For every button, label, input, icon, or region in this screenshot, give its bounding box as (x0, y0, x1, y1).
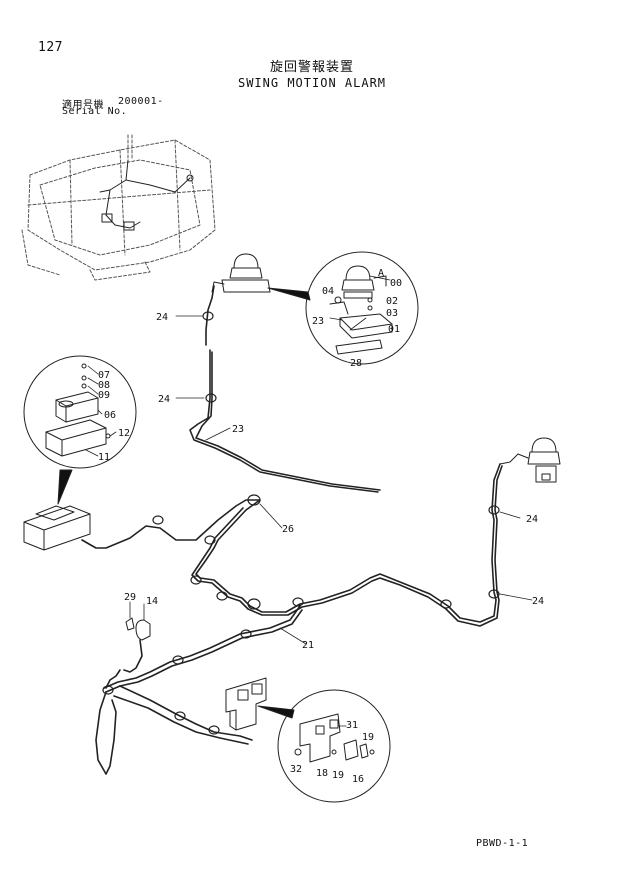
label-21: 21 (302, 640, 314, 651)
label-02: 02 (386, 296, 398, 307)
label-18: 18 (316, 768, 328, 779)
label-07: 07 (98, 370, 110, 381)
label-26: 26 (282, 524, 294, 535)
part-labels: A 00 04 02 03 23 01 28 24 24 23 07 08 09… (98, 268, 544, 785)
detail-circle-relay (257, 689, 391, 803)
label-12: 12 (118, 428, 130, 439)
label-24-c: 24 (526, 514, 538, 525)
label-19-a: 19 (362, 732, 374, 743)
label-09: 09 (98, 390, 110, 401)
label-24-d: 24 (532, 596, 544, 607)
label-06: 06 (104, 410, 116, 421)
label-32: 32 (290, 764, 302, 775)
label-08: 08 (98, 380, 110, 391)
page-title-english: SWING MOTION ALARM (237, 76, 387, 90)
label-03: 03 (386, 308, 398, 319)
serial-number-value: 200001- (118, 96, 164, 107)
label-01: 01 (388, 324, 400, 335)
leader-lines (85, 275, 533, 727)
label-A: A (378, 268, 384, 279)
detail-circle-beacon (267, 251, 419, 365)
alarm-controller-box (23, 505, 93, 551)
label-04: 04 (322, 286, 334, 297)
relay-bracket (225, 677, 267, 731)
serial-label-english: Serial No. (62, 106, 128, 117)
label-23: 23 (232, 424, 244, 435)
beacon-lamp-top (211, 253, 271, 293)
label-28: 28 (350, 358, 362, 369)
label-31: 31 (346, 720, 358, 731)
label-11: 11 (98, 452, 110, 463)
page-title-japanese: 旋回警報装置 (269, 60, 354, 75)
label-29: 29 (124, 592, 136, 603)
wire-harness (81, 285, 503, 775)
label-24-b: 24 (158, 394, 170, 405)
footer-code: PBWD-1-1 (476, 838, 529, 849)
serial-label-japanese: 適用号機 (62, 100, 104, 111)
machine-overview-sketch (21, 134, 216, 281)
label-19-b: 19 (332, 770, 344, 781)
beacon-lamp-right (499, 437, 561, 483)
overview-harness (99, 159, 194, 231)
page-number: 127 (38, 40, 63, 55)
label-23-detail: 23 (312, 316, 324, 327)
label-14: 14 (146, 596, 158, 607)
label-24-a: 24 (156, 312, 168, 323)
label-16: 16 (352, 774, 364, 785)
label-00: 00 (390, 278, 402, 289)
fuse-holder (125, 617, 151, 641)
harness-clamps (102, 311, 500, 735)
